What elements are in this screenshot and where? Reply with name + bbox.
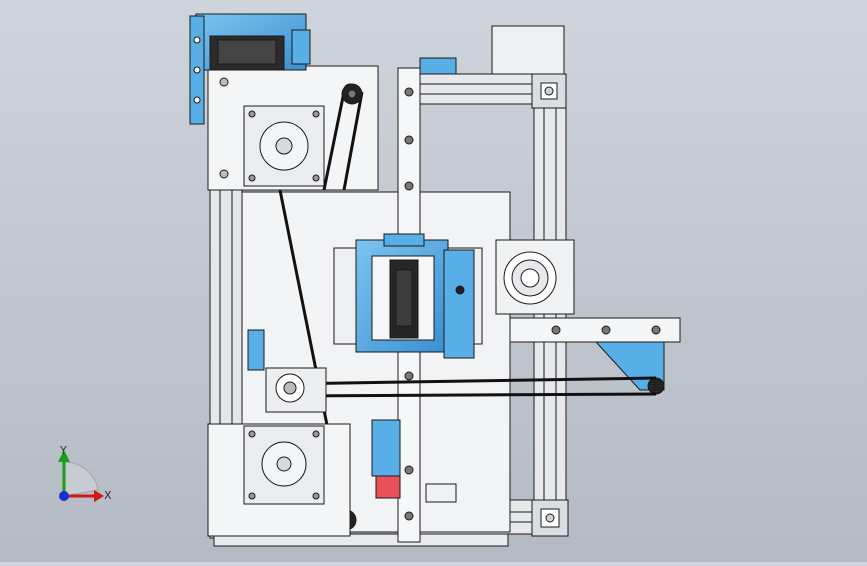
center-carriage	[333, 233, 483, 359]
coordinate-triad: Y X	[58, 444, 112, 502]
pulleys	[265, 83, 363, 531]
cooling-fan	[495, 239, 575, 315]
bottom-motor-plate	[207, 423, 351, 537]
triad-x-label: X	[104, 489, 112, 502]
top-right-block	[491, 25, 565, 75]
top-blue-bracket	[189, 13, 311, 125]
horizontal-arm	[509, 317, 681, 395]
triad-y-label: Y	[59, 444, 67, 457]
triad-z-axis	[59, 491, 69, 501]
lower-mechanism	[247, 329, 457, 503]
